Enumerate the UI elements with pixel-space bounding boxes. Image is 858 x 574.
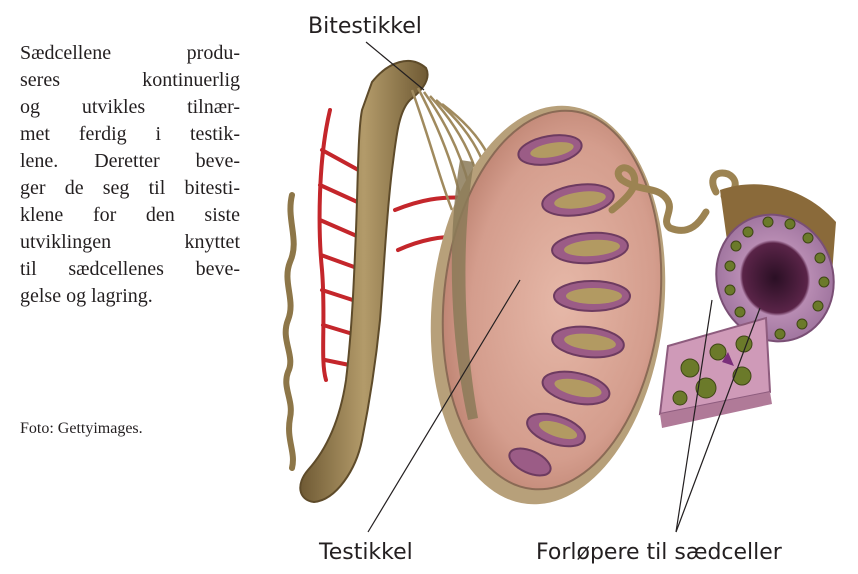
- testis: [412, 94, 685, 516]
- vas-deferens: [286, 195, 294, 468]
- tissue-block: [660, 318, 772, 428]
- label-epididymis: Bitestikkel: [308, 14, 422, 39]
- label-sperm-precursors: Forløpere til sædceller: [536, 540, 782, 565]
- label-testis: Testikkel: [319, 540, 413, 565]
- epididymis: [300, 61, 427, 502]
